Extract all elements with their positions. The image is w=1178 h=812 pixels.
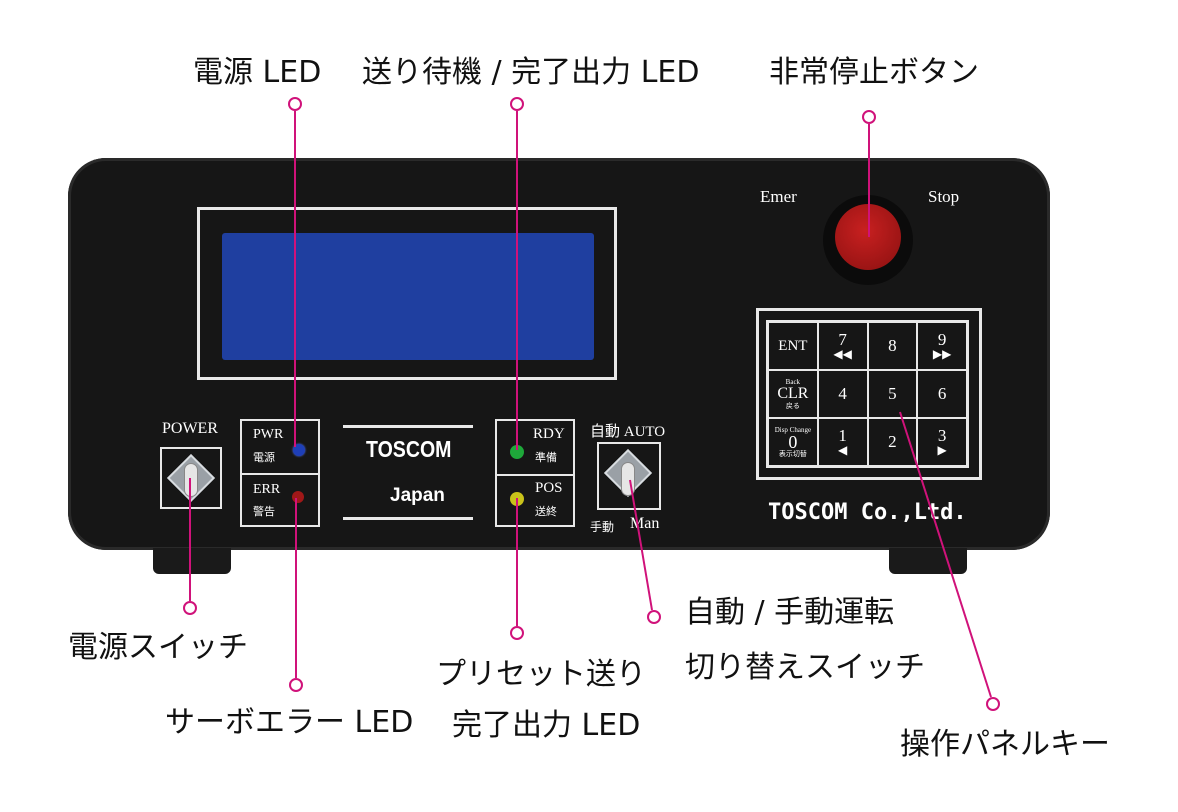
key-6[interactable]: 6 — [917, 370, 967, 418]
brand-logo: TOSCOM — [366, 436, 452, 462]
callout-dot — [862, 110, 876, 124]
company-name: TOSCOM Co.,Ltd. — [768, 500, 967, 525]
man-jp-label: 手動 — [590, 520, 615, 534]
callout-keypad: 操作パネルキー — [900, 727, 1110, 762]
rewind-icon: ◀◀ — [833, 347, 852, 361]
rdy-jp-label: 準備 — [535, 451, 557, 464]
leader-keypad — [899, 411, 992, 698]
divider — [497, 474, 573, 476]
lcd-frame — [197, 207, 617, 380]
callout-dot — [289, 678, 303, 692]
pos-label: POS — [535, 480, 563, 496]
auto-label: 自動 AUTO — [590, 424, 666, 440]
emer-label: Emer — [760, 187, 797, 206]
callout-dot — [183, 601, 197, 615]
pwr-jp-label: 電源 — [253, 451, 275, 464]
logo-rule-bottom — [343, 517, 473, 520]
key-1[interactable]: 1◀ — [817, 418, 868, 466]
err-jp-label: 警告 — [253, 505, 275, 518]
status-led-panel — [240, 419, 320, 527]
brand-country: Japan — [390, 485, 445, 506]
rdy-label: RDY — [533, 426, 565, 442]
left-foot — [153, 548, 231, 574]
stop-label: Stop — [928, 187, 960, 206]
pos-jp-label: 送終 — [535, 505, 557, 518]
lcd-display — [222, 233, 594, 360]
callout-dot — [647, 610, 661, 624]
err-label: ERR — [253, 482, 281, 497]
key-5[interactable]: 5 — [867, 370, 918, 418]
leader-mode-switch — [629, 479, 653, 611]
callout-dot — [288, 97, 302, 111]
callout-emergency: 非常停止ボタン — [769, 55, 979, 90]
power-switch-label: POWER — [162, 420, 218, 437]
output-led-panel — [495, 419, 575, 527]
callout-preset-line2: 完了出力 LED — [452, 708, 641, 743]
key-4[interactable]: 4 — [817, 370, 868, 418]
callout-dot — [986, 697, 1000, 711]
key-7[interactable]: 7◀◀ — [817, 322, 868, 370]
key-2[interactable]: 2 — [867, 418, 918, 466]
callout-power-switch: 電源スイッチ — [68, 630, 248, 665]
callout-power-led: 電源 LED — [193, 55, 322, 90]
key-ent[interactable]: ENT — [768, 322, 818, 370]
right-foot — [889, 548, 967, 574]
keypad-frame — [756, 308, 982, 480]
key-9[interactable]: 9▶▶ — [917, 322, 967, 370]
callout-ready-led: 送り待機 / 完了出力 LED — [362, 55, 700, 90]
ready-led — [510, 445, 524, 459]
right-arrow-icon: ▶ — [937, 443, 947, 457]
key-3[interactable]: 3▶ — [917, 418, 967, 466]
callout-dot — [510, 97, 524, 111]
callout-dot — [510, 626, 524, 640]
divider — [242, 473, 318, 475]
callout-mode-line1: 自動 / 手動運転 — [685, 595, 895, 630]
left-arrow-icon: ◀ — [838, 443, 848, 457]
callout-mode-line2: 切り替えスイッチ — [685, 650, 925, 685]
callout-preset-line1: プリセット送り — [436, 657, 646, 692]
callout-servo-error: サーボエラー LED — [165, 705, 414, 740]
logo-rule-top — [343, 425, 473, 428]
key-8[interactable]: 8 — [867, 322, 918, 370]
fast-forward-icon: ▶▶ — [932, 347, 952, 361]
pwr-label: PWR — [253, 427, 284, 442]
